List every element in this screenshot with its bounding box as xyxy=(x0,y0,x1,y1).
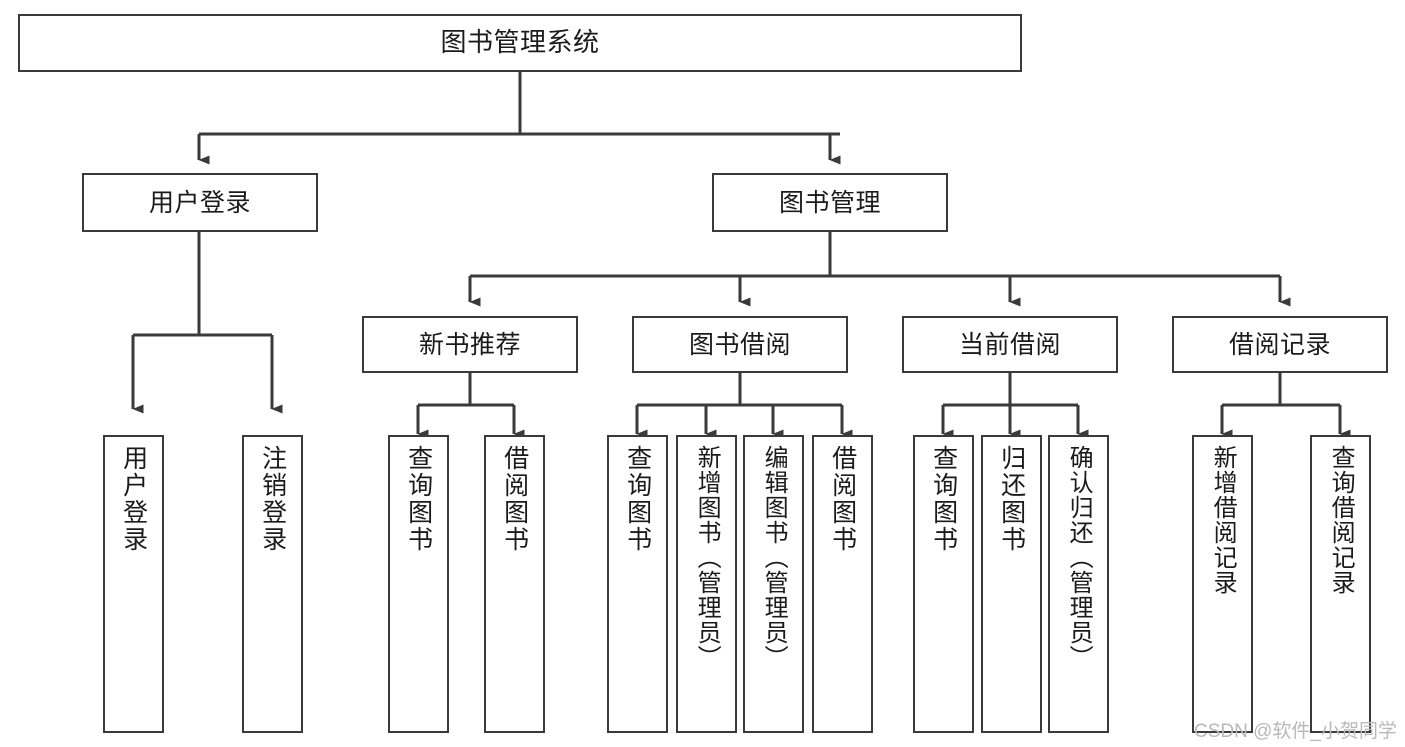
node-book-manage[interactable]: 图书管理 xyxy=(712,173,948,232)
node-leaf-query-record-label: 查询借阅记录 xyxy=(1327,445,1355,595)
watermark-text: CSDN @软件_小贺同学 xyxy=(1194,721,1397,742)
node-leaf-query-record[interactable]: 查询借阅记录 xyxy=(1310,435,1371,733)
node-book-manage-label: 图书管理 xyxy=(778,188,881,217)
node-leaf-edit-book[interactable]: 编辑图书（管理员） xyxy=(743,435,804,733)
node-leaf-return-book-label: 归还图书 xyxy=(997,445,1026,553)
node-leaf-query-book-3-label: 查询图书 xyxy=(929,445,958,553)
node-user-login[interactable]: 用户登录 xyxy=(82,173,318,232)
node-leaf-query-book-1[interactable]: 查询图书 xyxy=(388,435,449,733)
node-leaf-user-logout[interactable]: 注销登录 xyxy=(242,435,303,733)
node-leaf-borrow-book-2-label: 借阅图书 xyxy=(828,445,857,553)
node-leaf-add-record-label: 新增借阅记录 xyxy=(1209,445,1237,595)
node-current-borrow[interactable]: 当前借阅 xyxy=(902,316,1118,373)
node-user-login-label: 用户登录 xyxy=(148,188,251,217)
node-borrow-record[interactable]: 借阅记录 xyxy=(1172,316,1388,373)
node-leaf-confirm-return[interactable]: 确认归还（管理员） xyxy=(1048,435,1109,733)
node-leaf-confirm-return-label: 确认归还（管理员） xyxy=(1065,445,1093,670)
node-leaf-add-book-label: 新增图书（管理员） xyxy=(693,445,721,670)
node-leaf-query-book-3[interactable]: 查询图书 xyxy=(913,435,974,733)
node-current-borrow-label: 当前借阅 xyxy=(958,330,1061,359)
node-new-book-recommend-label: 新书推荐 xyxy=(418,330,521,359)
node-leaf-return-book[interactable]: 归还图书 xyxy=(981,435,1042,733)
node-root-label: 图书管理系统 xyxy=(440,27,600,58)
node-book-borrow[interactable]: 图书借阅 xyxy=(632,316,848,373)
node-leaf-add-record[interactable]: 新增借阅记录 xyxy=(1192,435,1253,733)
node-leaf-borrow-book-1-label: 借阅图书 xyxy=(500,445,529,553)
node-new-book-recommend[interactable]: 新书推荐 xyxy=(362,316,578,373)
node-leaf-borrow-book-2[interactable]: 借阅图书 xyxy=(812,435,873,733)
node-leaf-user-logout-label: 注销登录 xyxy=(258,445,287,553)
node-leaf-query-book-2-label: 查询图书 xyxy=(623,445,652,553)
node-leaf-borrow-book-1[interactable]: 借阅图书 xyxy=(484,435,545,733)
node-book-borrow-label: 图书借阅 xyxy=(688,330,791,359)
node-leaf-user-login[interactable]: 用户登录 xyxy=(103,435,164,733)
node-leaf-query-book-2[interactable]: 查询图书 xyxy=(607,435,668,733)
node-leaf-user-login-label: 用户登录 xyxy=(119,445,148,553)
node-leaf-query-book-1-label: 查询图书 xyxy=(404,445,433,553)
node-leaf-add-book[interactable]: 新增图书（管理员） xyxy=(676,435,737,733)
node-borrow-record-label: 借阅记录 xyxy=(1228,330,1331,359)
node-leaf-edit-book-label: 编辑图书（管理员） xyxy=(760,445,788,670)
node-root[interactable]: 图书管理系统 xyxy=(18,14,1022,72)
